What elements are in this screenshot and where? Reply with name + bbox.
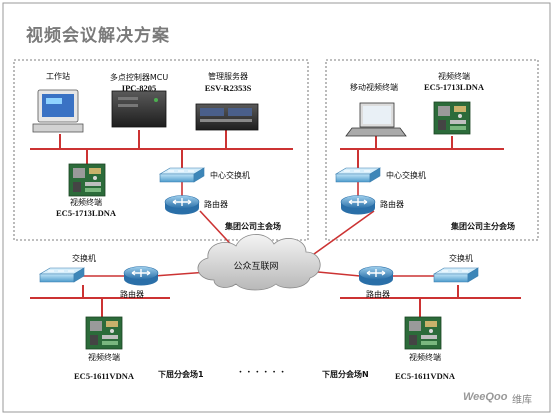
watermark-suffix: 维库 [512,395,532,406]
internet-cloud [197,234,321,291]
main-site-bus [30,130,293,170]
sub-terminal-label: 视频终端 [438,72,470,81]
branch1-router-label: 路由器 [120,290,144,299]
mcu-label: 多点控制器MCU [109,73,169,82]
server-label: 管理服务器 [208,72,248,81]
branchN-router-icon [358,265,394,287]
sub-site-box [325,59,539,241]
main-router-label: 路由器 [204,200,228,209]
branchN-switch-icon [433,267,479,283]
workstation-icon [32,89,84,133]
main-site-box [13,59,309,241]
main-router-icon [164,194,200,216]
branch1-switch-label: 交换机 [72,254,96,263]
internet-label: 公众互联网 [233,262,279,272]
main-switch-label: 中心交换机 [210,171,250,180]
sub-terminal-model: EC5-1713LDNA [424,82,484,92]
branch1-terminal-label: 视频终端 [88,353,120,362]
mobile-terminal-label: 移动视频终端 [350,83,398,92]
main-terminal-board-icon [68,163,106,197]
branchN-router-label: 路由器 [366,290,390,299]
sub-terminal-board-icon [433,101,471,135]
branch1-site-label: 下屈分会场1 [158,370,204,379]
sub-switch-label: 中心交换机 [386,171,426,180]
workstation-label: 工作站 [46,72,70,81]
sub-center-switch-icon [335,167,381,183]
main-terminal-label: 视频终端 [70,198,102,207]
sub-router-icon [340,194,376,216]
watermark-brand: WeeQoo [463,391,508,403]
main-site-label: 集团公司主会场 [225,222,281,231]
server-model: ESV-R2353S [204,83,252,93]
main-center-switch-icon [159,167,205,183]
branchN-site-label: 下屈分会场N [322,370,369,379]
branchN-switch-label: 交换机 [449,254,473,263]
main-terminal-model: EC5-1713LDNA [56,208,116,218]
branch1-router-icon [123,265,159,287]
branch1-terminal-board-icon [85,316,123,350]
branch1-switch-icon [39,267,85,283]
page-title: 视频会议解决方案 [26,26,170,46]
branchN-terminal-board-icon [404,316,442,350]
ellipsis-dots: · · · · · · [238,366,286,378]
mcu-model: IPC-8205 [121,83,157,93]
sub-router-label: 路由器 [380,200,404,209]
laptop-icon [345,102,407,137]
branchN-terminal-label: 视频终端 [409,353,441,362]
branch-buses [30,285,521,322]
sub-site-label: 集团公司主分会场 [451,222,515,231]
branch1-terminal-model: EC5-1611VDNA [74,371,134,381]
mcu-icon [111,90,167,128]
branchN-terminal-model: EC5-1611VDNA [395,371,455,381]
server-icon [195,103,259,131]
sub-site-bus [340,134,504,170]
